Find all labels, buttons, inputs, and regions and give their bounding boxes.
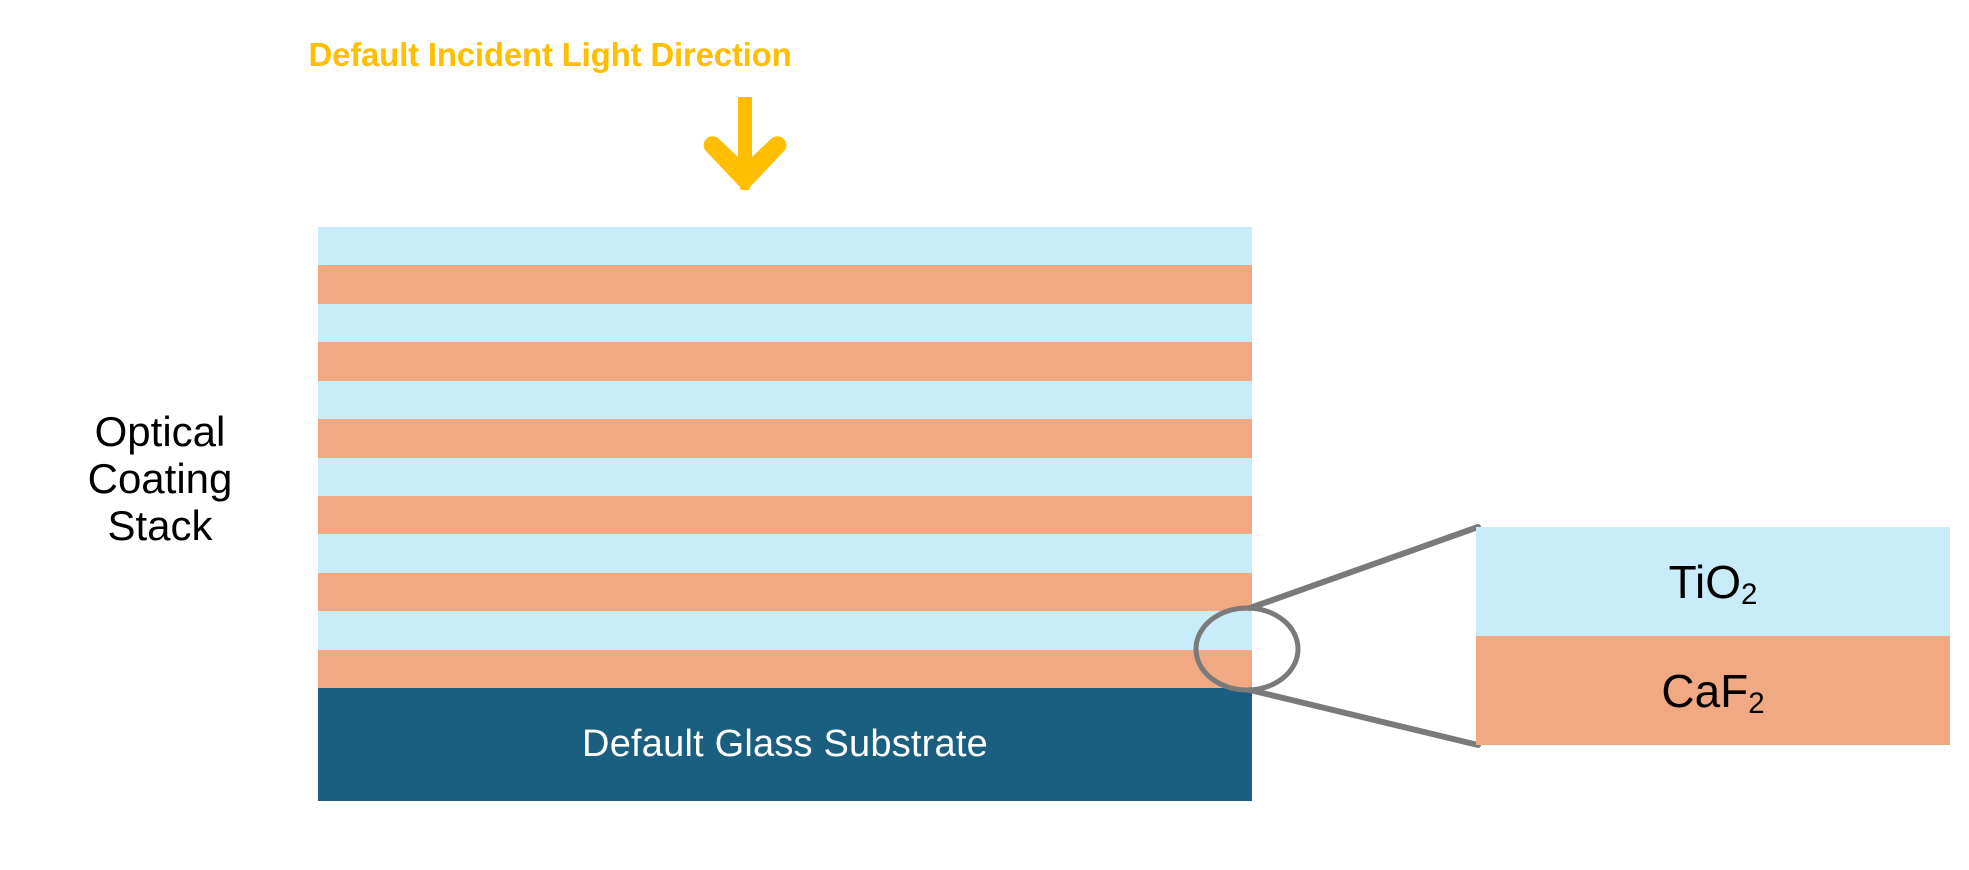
- coating-layer-6-caf2: [318, 419, 1252, 458]
- incident-light-direction-label: Default Incident Light Direction: [308, 36, 792, 73]
- layer-detail-panel: TiO2 CaF2: [1476, 527, 1950, 745]
- detail-subscript-tio2: 2: [1741, 577, 1758, 611]
- glass-substrate-block: Default Glass Substrate: [318, 688, 1252, 801]
- coating-layer-7-tio2: [318, 457, 1252, 496]
- stack-label-line-1: Optical: [94, 408, 226, 455]
- callout-leader-line-top: [1247, 524, 1481, 611]
- detail-label-caf2: CaF2: [1661, 664, 1764, 719]
- detail-symbol-caf2: CaF: [1661, 664, 1749, 717]
- stack-label-line-2: Coating: [87, 455, 233, 503]
- detail-symbol-tio2: TiO: [1668, 555, 1742, 608]
- coating-layer-2-caf2: [318, 265, 1252, 304]
- detail-layer-tio2: TiO2: [1476, 527, 1950, 636]
- coating-layer-1-tio2: [318, 227, 1252, 266]
- coating-layer-10-caf2: [318, 572, 1252, 612]
- coating-layer-stack: [318, 227, 1252, 689]
- detail-label-tio2: TiO2: [1668, 555, 1758, 610]
- down-arrow-icon: [703, 97, 787, 190]
- coating-layer-5-tio2: [318, 380, 1252, 420]
- coating-layer-4-caf2: [318, 342, 1252, 381]
- coating-layer-3-tio2: [318, 303, 1252, 343]
- coating-layer-11-tio2: [318, 611, 1252, 650]
- optical-coating-stack-label: Optical Coating Stack: [35, 408, 285, 549]
- stack-label-line-3: Stack: [107, 502, 213, 550]
- coating-layer-8-caf2: [318, 495, 1252, 535]
- glass-substrate-label: Default Glass Substrate: [582, 723, 988, 765]
- detail-layer-caf2: CaF2: [1476, 636, 1950, 745]
- coating-layer-12-caf2: [318, 649, 1252, 689]
- callout-leader-line-bottom: [1247, 687, 1481, 748]
- coating-layer-9-tio2: [318, 534, 1252, 573]
- detail-subscript-caf2: 2: [1748, 686, 1765, 720]
